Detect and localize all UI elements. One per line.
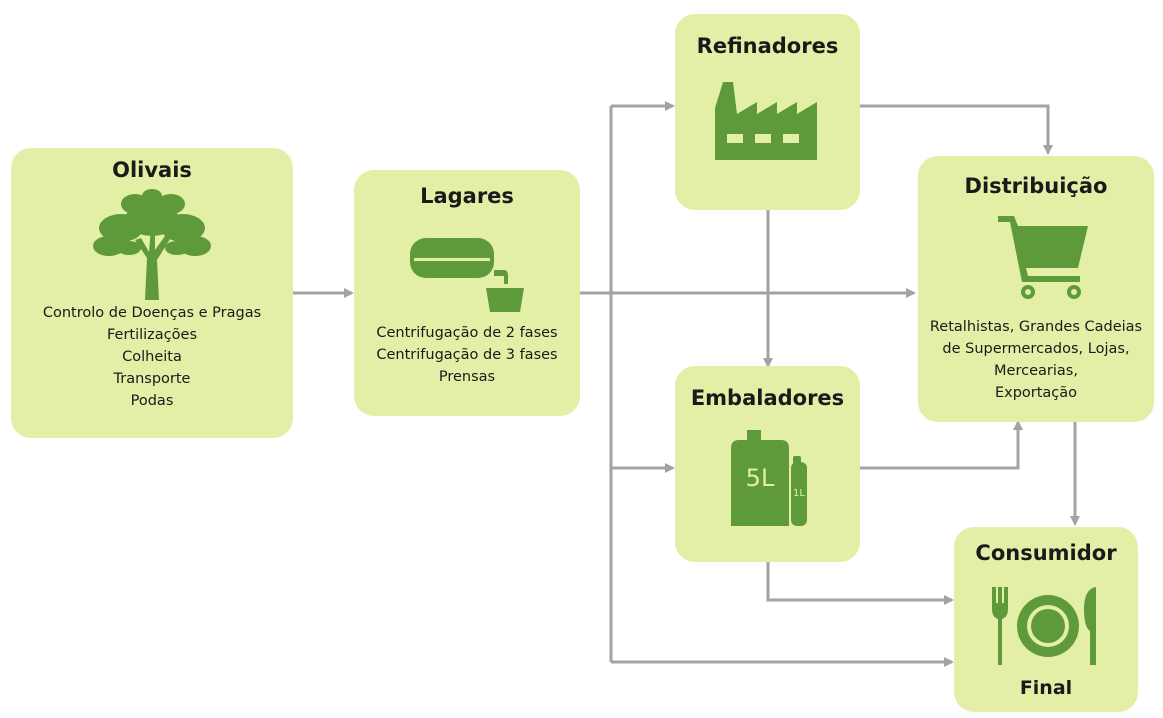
item-exportacao: Exportação	[994, 385, 1078, 401]
factory-icon	[715, 82, 817, 160]
node-distribuicao: Distribuição Retalhistas, Grandes Cadeia…	[918, 156, 1154, 422]
arrow-embaladores-distribuicao	[860, 420, 1023, 470]
item-centrifugacao-2: Centrifugação de 2 fases	[376, 325, 558, 341]
node-title-distribuicao: Distribuição	[964, 174, 1108, 198]
item-retalhistas: Retalhistas, Grandes Cadeias	[929, 319, 1143, 335]
node-lagares: Lagares Centrifugação de 2 fases Centrif…	[354, 170, 580, 416]
shopping-cart-icon	[998, 216, 1088, 299]
node-subtitle-consumidor: Final	[1019, 677, 1073, 699]
node-items-lagares: Centrifugação de 2 fases Centrifugação d…	[354, 322, 580, 388]
bottle-label: 1L	[793, 488, 805, 499]
item-colheita: Colheita	[122, 349, 182, 365]
node-consumidor: Consumidor Final	[954, 527, 1138, 712]
plate-cutlery-icon	[992, 587, 1096, 665]
olive-press-icon	[410, 238, 524, 312]
item-transporte: Transporte	[113, 371, 191, 387]
item-fertilizacoes: Fertilizações	[106, 327, 198, 343]
node-title-lagares: Lagares	[420, 184, 514, 208]
tree-icon	[93, 189, 211, 300]
item-centrifugacao-3: Centrifugação de 3 fases	[376, 347, 558, 363]
node-title-olivais: Olivais	[112, 158, 192, 182]
arrow-refinadores-distribuicao	[860, 104, 1053, 155]
node-items-olivais: Controlo de Doenças e Pragas Fertilizaçõ…	[11, 302, 293, 412]
can-label: 5L	[745, 464, 775, 492]
item-prensas: Prensas	[438, 369, 496, 385]
node-title-consumidor: Consumidor	[975, 541, 1117, 565]
node-embaladores: Embaladores 5L 1L	[675, 366, 860, 562]
node-items-distribuicao: Retalhistas, Grandes Cadeias de Supermer…	[918, 316, 1154, 404]
arrow-embaladores-consumidor	[766, 562, 954, 605]
node-refinadores: Refinadores	[675, 14, 860, 210]
node-title-embaladores: Embaladores	[690, 386, 845, 410]
item-supermercados: de Supermercados, Lojas,	[942, 341, 1130, 357]
item-controlo: Controlo de Doenças e Pragas	[42, 305, 262, 321]
node-title-refinadores: Refinadores	[696, 34, 839, 58]
oil-can-icon: 5L 1L	[725, 426, 817, 526]
item-mercearias: Mercearias,	[994, 363, 1078, 379]
item-podas: Podas	[130, 393, 174, 409]
node-olivais: Olivais Controlo de Doenças e Pragas Fer…	[11, 148, 293, 438]
